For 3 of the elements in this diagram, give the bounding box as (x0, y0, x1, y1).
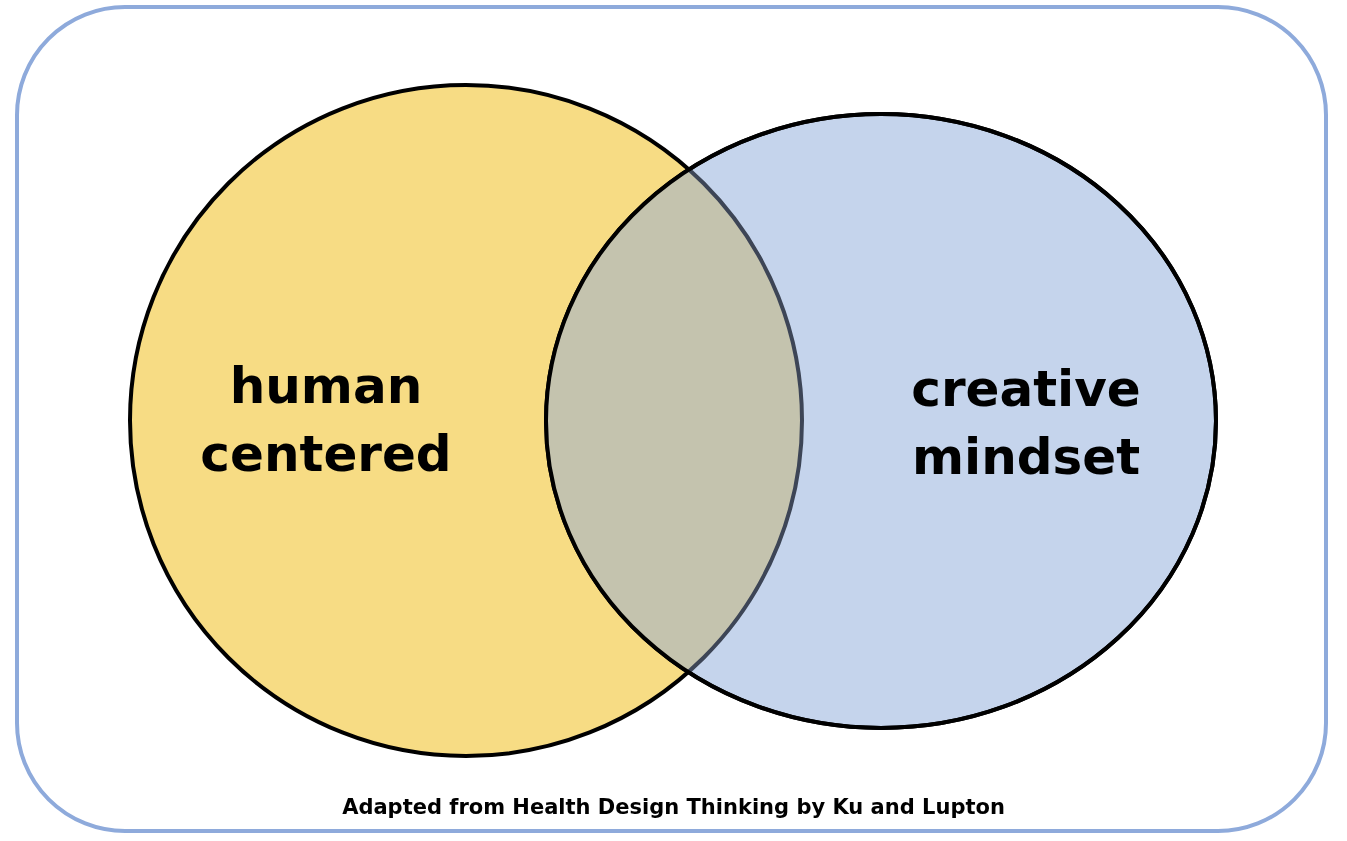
circle-label: creative mindset (910, 359, 1142, 488)
caption: Adapted from Health Design Thinking by Ku and Lupton (342, 795, 1005, 819)
circle-label: human centered (199, 356, 453, 485)
